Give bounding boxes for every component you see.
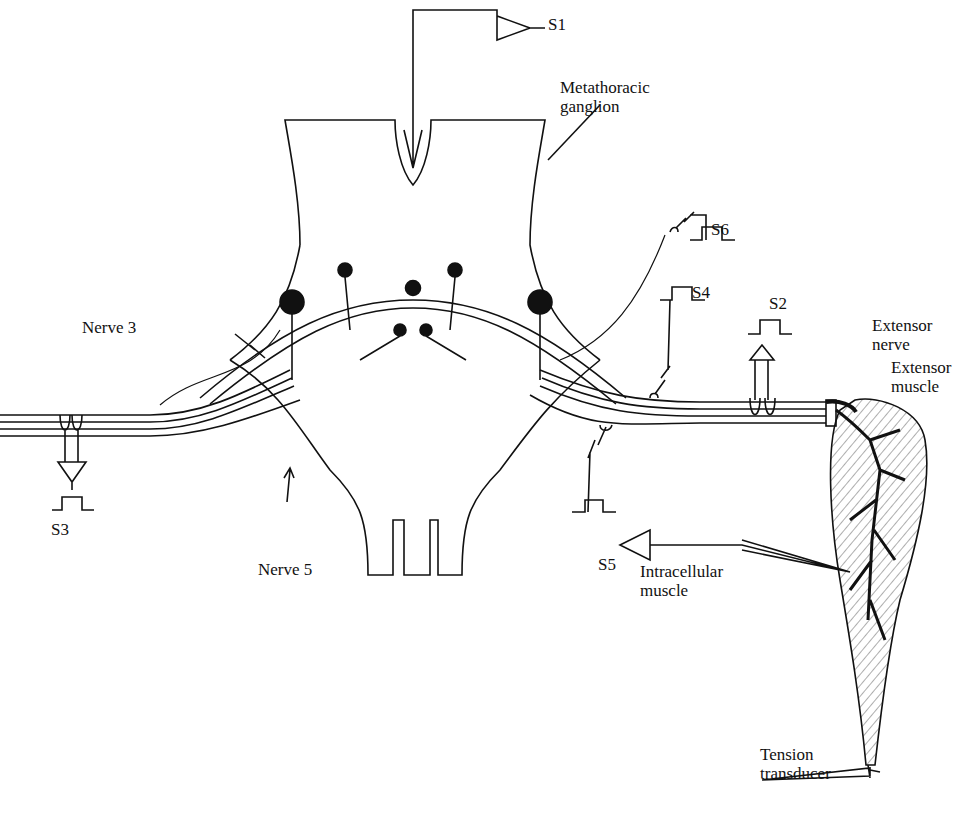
part-label: Intracellular muscle: [640, 562, 750, 600]
part-label: Nerve 3: [82, 318, 172, 337]
extensor-muscle-outline: [831, 399, 927, 765]
part-label: S1: [548, 15, 608, 34]
part-label: S4: [692, 283, 752, 302]
part-label: S2: [769, 294, 829, 313]
part-label: S6: [711, 220, 771, 239]
part-label: Extensor muscle: [891, 358, 964, 396]
part-label: Extensor nerve: [872, 316, 962, 354]
part-label: Tension transducer: [760, 745, 860, 783]
part-label: Nerve 5: [258, 560, 348, 579]
part-label: S3: [51, 520, 111, 539]
part-label: Metathoracic ganglion: [560, 78, 690, 116]
